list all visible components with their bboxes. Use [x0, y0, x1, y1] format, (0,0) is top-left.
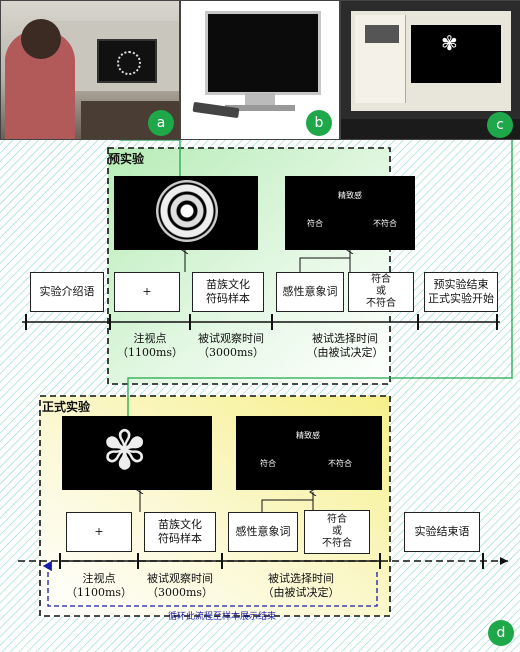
box-choice: 符合 或 不符合	[348, 272, 414, 312]
box-pre-end: 预实验结束 正式实验开始	[424, 272, 498, 312]
pre-timeline-ticks	[25, 314, 498, 330]
formal-screen-nomatch: 不符合	[328, 459, 352, 468]
pre-screen-prompt: 精致感	[338, 191, 362, 200]
badge-c: c	[487, 112, 513, 138]
loop-arrow	[42, 560, 378, 607]
formal-box-sample: 苗族文化 符码样本	[144, 512, 216, 552]
formal-box-word: 感性意象词	[228, 512, 298, 552]
badge-a: a	[148, 110, 174, 136]
photo-participant	[0, 0, 180, 140]
pre-label-fixation: 注视点 （1100ms）	[116, 332, 184, 359]
formal-screen-prompt: 精致感	[296, 431, 320, 440]
pre-screen-match: 符合	[307, 219, 323, 228]
badge-b: b	[306, 110, 332, 136]
phoenix-pattern: ✾	[102, 419, 148, 482]
mandala-pattern	[156, 180, 218, 242]
photo-laptop: ✾	[340, 0, 520, 140]
pre-choice-screen: 精致感 符合 不符合	[285, 176, 415, 250]
box-fixation: +	[114, 272, 180, 312]
formal-label-fixation: 注视点 （1100ms）	[65, 572, 133, 599]
monitor-b	[205, 11, 321, 95]
monitor-a	[97, 39, 157, 83]
formal-box-end: 实验结束语	[404, 512, 480, 552]
formal-box-fixation: +	[66, 512, 132, 552]
box-sample: 苗族文化 符码样本	[192, 272, 264, 312]
pre-label-observe: 被试观察时间 （3000ms）	[197, 332, 265, 359]
box-intro: 实验介绍语	[30, 272, 104, 312]
pre-screen-nomatch: 不符合	[373, 219, 397, 228]
pre-experiment-title: 预实验	[108, 152, 145, 166]
pre-stimulus-screen	[114, 176, 258, 250]
formal-label-select: 被试选择时间 （由被试决定）	[262, 572, 340, 599]
formal-experiment-title: 正式实验	[42, 400, 91, 414]
box-word: 感性意象词	[276, 272, 344, 312]
badge-d: d	[488, 620, 514, 646]
pre-label-select: 被试选择时间 （由被试决定）	[306, 332, 384, 359]
phoenix-thumbnail: ✾	[441, 31, 458, 55]
formal-label-observe: 被试观察时间 （3000ms）	[146, 572, 214, 599]
formal-choice-screen: 精致感 符合 不符合	[236, 416, 382, 490]
formal-screen-match: 符合	[260, 459, 276, 468]
formal-timeline-ticks	[59, 553, 484, 569]
eye-view: ✾	[411, 25, 501, 83]
laptop-screen: ✾	[351, 11, 511, 111]
formal-stimulus-screen: ✾	[62, 416, 212, 490]
loop-label: 循环此流程至样本展示结束	[168, 612, 277, 622]
formal-box-choice: 符合 或 不符合	[304, 510, 370, 554]
